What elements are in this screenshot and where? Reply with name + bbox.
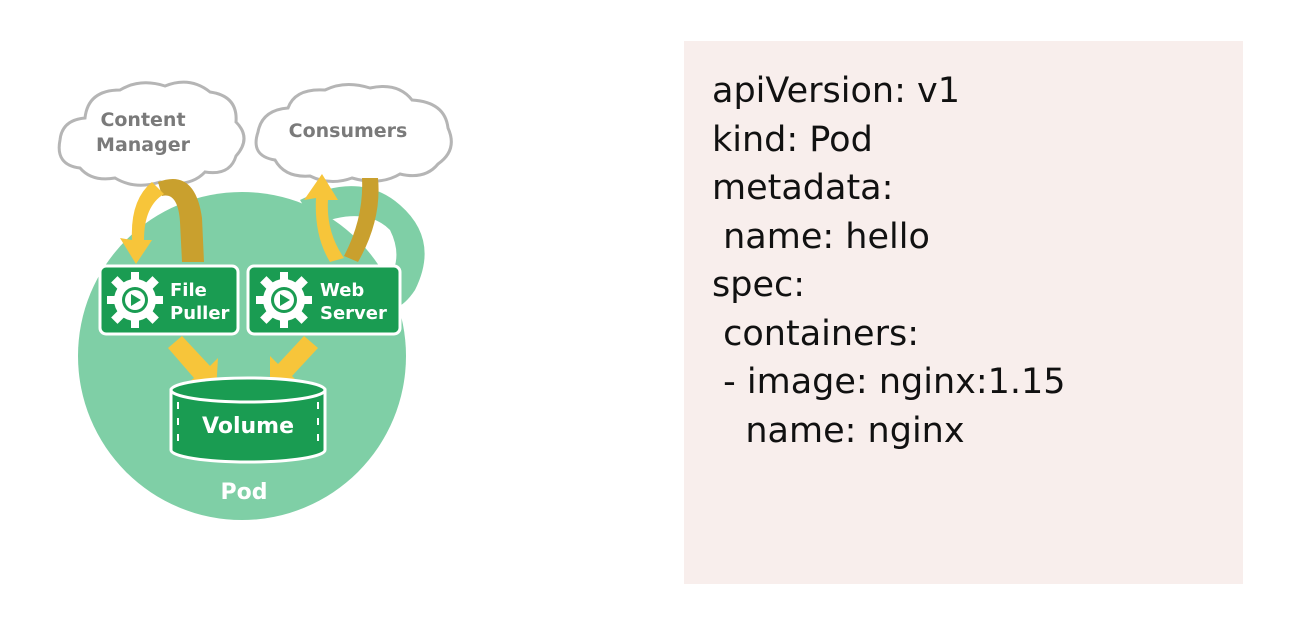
yaml-line-spec: spec:: [712, 265, 806, 305]
yaml-line-image: - image: nginx:1.15: [712, 362, 1066, 402]
yaml-line-name: name: hello: [712, 216, 930, 257]
consumers-label: Consumers: [289, 120, 408, 142]
consumers-return-arrow: [344, 178, 379, 262]
gear-icon: [107, 272, 163, 328]
volume-label: Volume: [202, 414, 294, 439]
pod-diagram: Content Manager Consumers: [57, 80, 453, 520]
server-to-consumers-arrow: [304, 174, 344, 262]
puller-to-volume-arrow: [168, 336, 218, 392]
yaml-line-api-version: apiVersion: v1: [712, 71, 960, 111]
yaml-line-metadata: metadata:: [712, 168, 894, 208]
pod-diagram-svg: Content Manager Consumers: [57, 80, 453, 520]
content-to-puller-arrow: [120, 182, 164, 264]
content-manager-label-2: Manager: [96, 134, 191, 156]
file-puller-label-1: File: [170, 280, 207, 301]
gear-icon: [256, 272, 312, 328]
pod-label: Pod: [221, 480, 268, 505]
content-manager-label-1: Content: [100, 109, 185, 131]
pod-yaml-panel: apiVersion: v1 kind: Pod metadata: name:…: [684, 41, 1243, 584]
web-server-label-2: Server: [320, 303, 387, 324]
web-server-label-1: Web: [320, 280, 364, 301]
yaml-line-containers: containers:: [712, 313, 919, 354]
server-to-volume-arrow: [270, 336, 318, 390]
file-puller-label-2: Puller: [170, 303, 230, 324]
yaml-line-container-name: name: nginx: [712, 410, 965, 451]
yaml-line-kind: kind: Pod: [712, 119, 873, 160]
volume-cylinder: Volume: [169, 376, 327, 464]
file-puller-container: File Puller: [98, 264, 240, 336]
content-manager-return-arrow: [158, 178, 204, 262]
content-manager-cloud: Content Manager: [57, 80, 246, 187]
web-server-container: Web Server: [246, 264, 402, 336]
consumers-cloud: Consumers: [254, 83, 453, 183]
